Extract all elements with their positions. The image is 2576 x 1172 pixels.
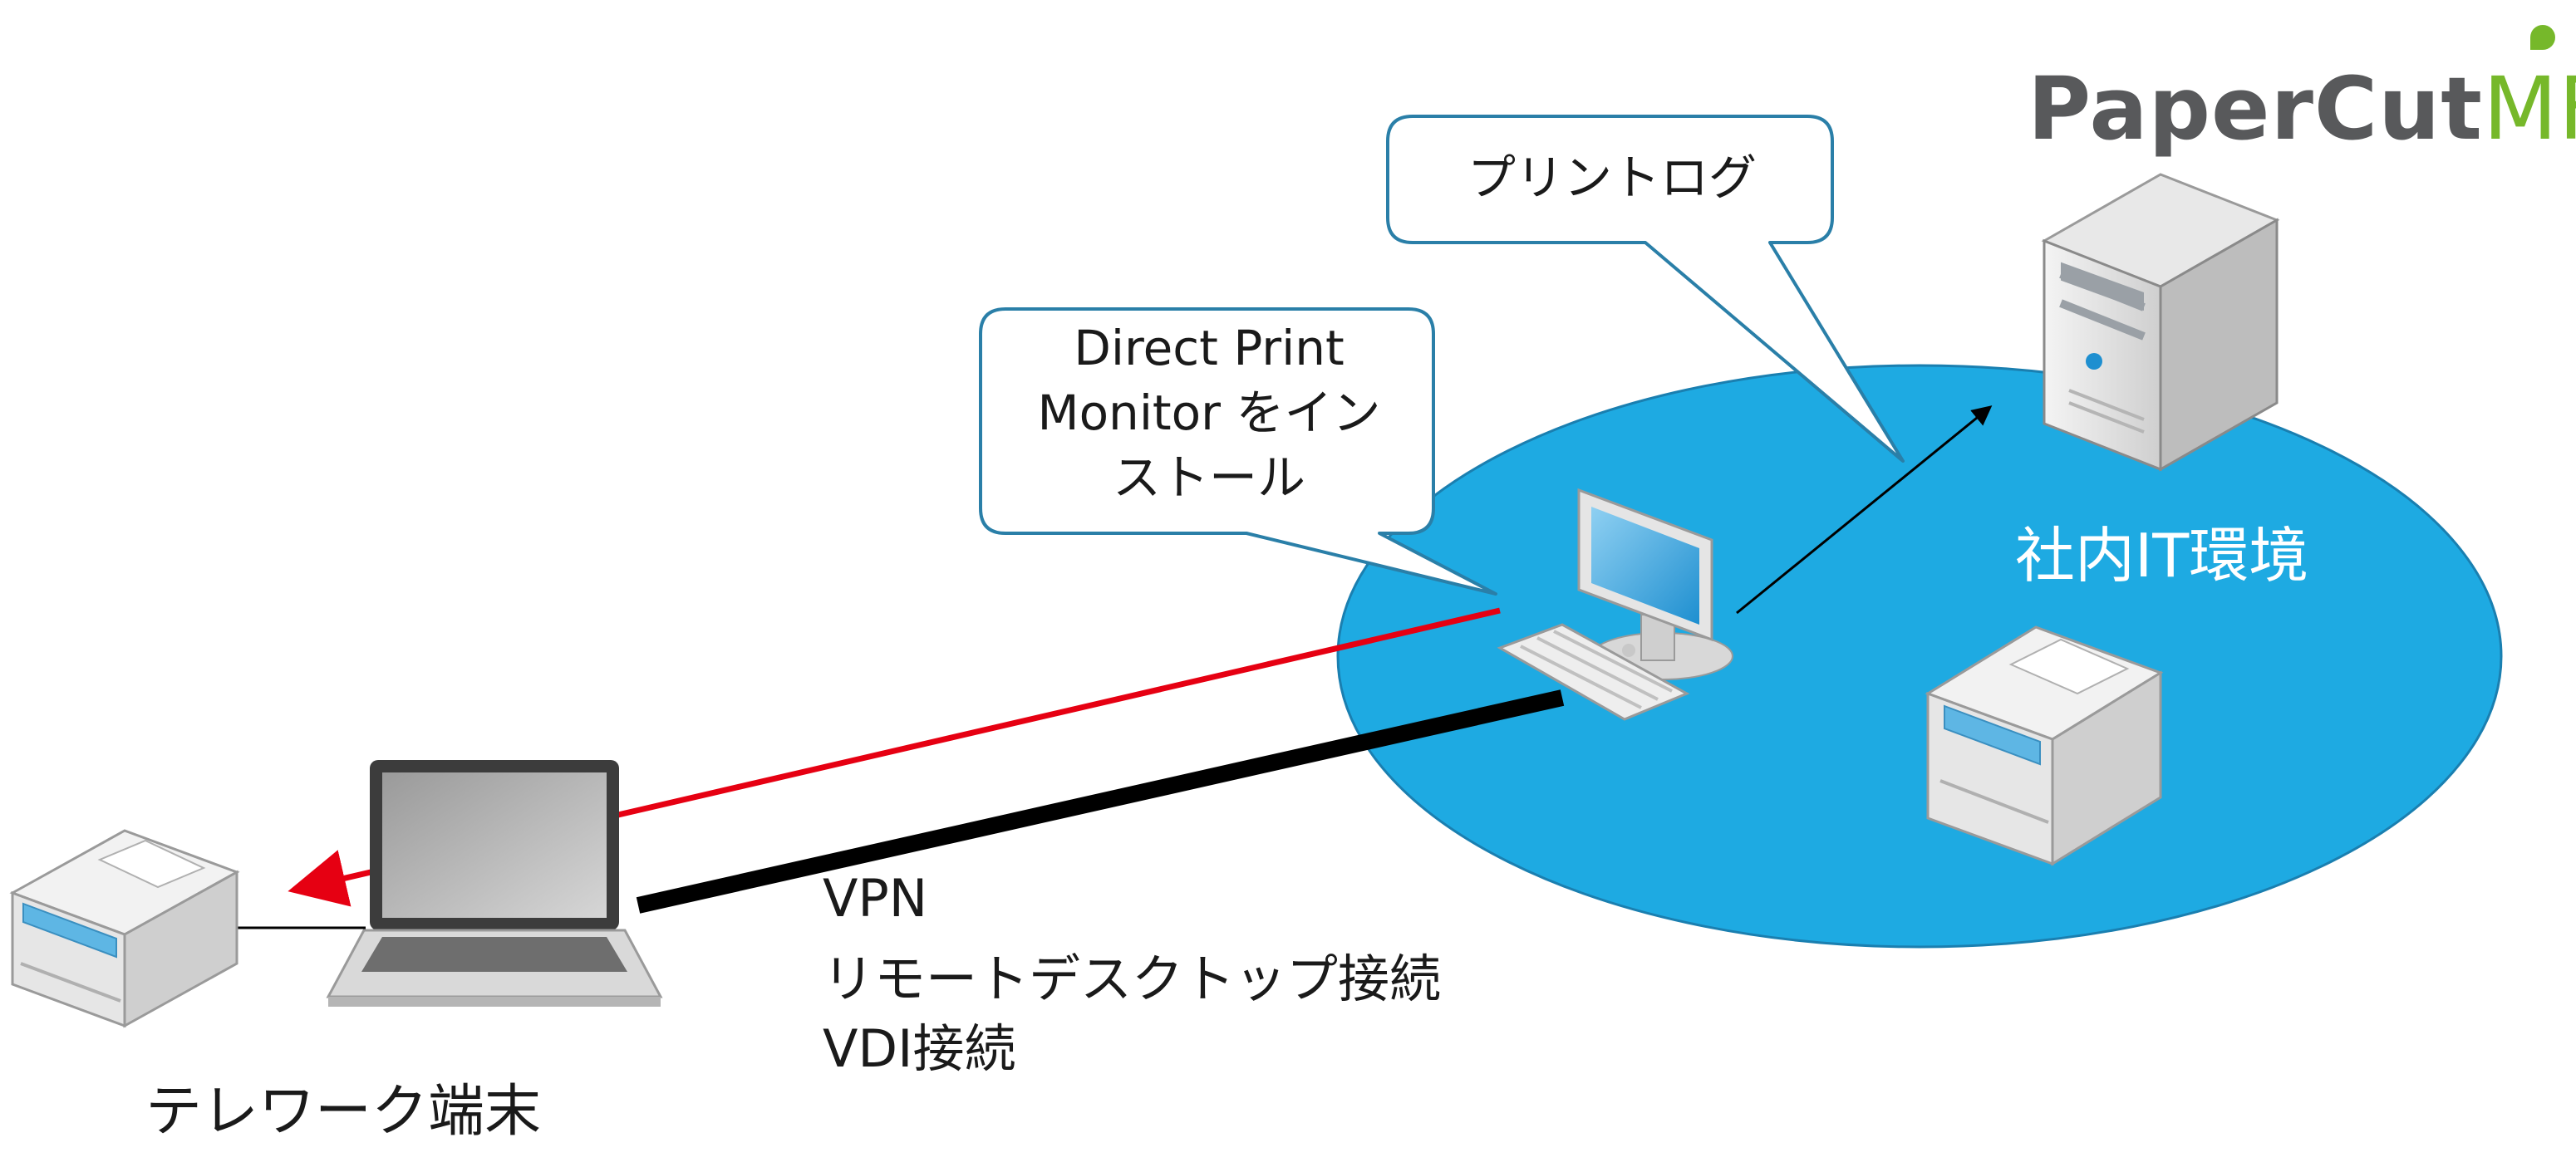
laptop-icon: [326, 760, 663, 1007]
papercut-mf-logo: PaperCutMF: [2028, 58, 2576, 159]
log-arrow: [1736, 405, 1993, 615]
office-printer-icon: [1925, 625, 2164, 866]
install-bubble: [979, 307, 1497, 596]
server-icon: [2041, 173, 2280, 472]
telework-terminal-label: テレワーク端末: [145, 1079, 542, 1145]
install-text: Direct Print Monitor をイン ストール: [989, 316, 1429, 510]
logo-brand: PaperCut: [2028, 58, 2483, 159]
home-printer-icon: [9, 829, 240, 1028]
connection-vpn-label: VPN: [823, 868, 928, 929]
office-pc-icon: [1497, 488, 1733, 721]
install-text-line3: ストール: [1112, 449, 1305, 506]
connection-vdi-label: VDI接続: [823, 1018, 1016, 1079]
connection-rdp-label: リモートデスクトップ接続: [823, 949, 1442, 1009]
logo-suffix: MF: [2482, 58, 2576, 159]
print-log-text: プリントログ: [1467, 150, 1757, 206]
install-text-line1: Direct Print: [1074, 320, 1345, 376]
company-network-label: 社内IT環境: [2015, 521, 2309, 591]
logo-leaf-icon: [2530, 25, 2555, 50]
install-text-line2: Monitor をイン: [1037, 385, 1381, 441]
remote-connection-line: [636, 689, 1565, 914]
print-log-bubble: [1386, 115, 1905, 463]
